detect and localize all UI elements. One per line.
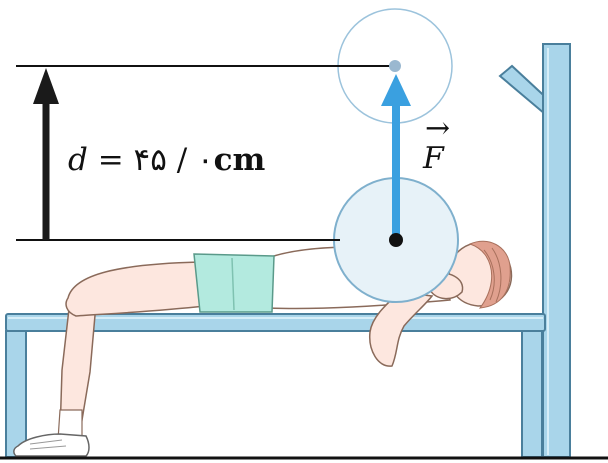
barbell-end-bottom — [389, 233, 403, 247]
force-label: F — [422, 141, 445, 176]
shoe — [13, 433, 90, 457]
barbell-end-top — [389, 60, 401, 72]
distance-label: d = ۴۵ / ۰cm — [68, 142, 266, 178]
hair — [468, 240, 511, 309]
force-vector-arrow: → — [425, 111, 450, 146]
rack-upright — [498, 43, 571, 458]
distance-arrow — [33, 68, 59, 240]
shorts — [193, 253, 275, 313]
force-arrow — [381, 74, 411, 240]
